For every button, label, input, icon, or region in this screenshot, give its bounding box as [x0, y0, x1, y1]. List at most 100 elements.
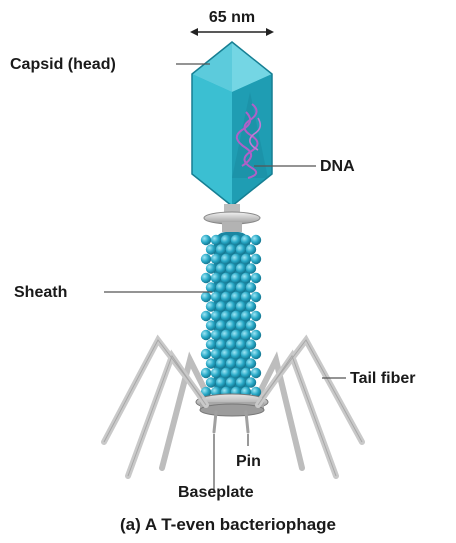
sheath-bead — [241, 235, 251, 245]
sheath-bead — [211, 273, 221, 283]
sheath-bead — [241, 368, 251, 378]
sheath-bead — [216, 282, 226, 292]
sheath-bead — [211, 368, 221, 378]
sheath-bead — [236, 320, 246, 330]
sheath-bead — [226, 339, 236, 349]
sheath-bead — [201, 368, 211, 378]
sheath-bead — [251, 292, 261, 302]
sheath-bead — [221, 254, 231, 264]
sheath-bead — [226, 301, 236, 311]
sheath-bead — [216, 339, 226, 349]
sheath-bead — [241, 330, 251, 340]
sheath-bead — [231, 254, 241, 264]
sheath-bead — [206, 263, 216, 273]
sheath-bead — [226, 282, 236, 292]
sheath-bead — [211, 330, 221, 340]
sheath-bead — [246, 377, 256, 387]
sheath-bead — [236, 301, 246, 311]
sheath-bead — [201, 330, 211, 340]
sheath-bead — [241, 254, 251, 264]
sheath-bead — [246, 282, 256, 292]
sheath-bead — [246, 263, 256, 273]
sheath-bead — [246, 301, 256, 311]
figure-caption: (a) A T-even bacteriophage — [120, 515, 336, 534]
scale-bar — [190, 28, 274, 36]
sheath-bead — [241, 273, 251, 283]
sheath-bead — [231, 349, 241, 359]
sheath-bead — [216, 244, 226, 254]
sheath-bead — [231, 311, 241, 321]
sheath-bead — [216, 263, 226, 273]
sheath-bead — [251, 254, 261, 264]
tail-fiber-label: Tail fiber — [350, 370, 416, 387]
sheath-bead — [241, 349, 251, 359]
sheath-bead — [251, 273, 261, 283]
sheath-bead — [251, 368, 261, 378]
sheath-bead — [211, 292, 221, 302]
sheath-bead — [206, 282, 216, 292]
sheath-bead — [226, 320, 236, 330]
sheath-bead — [206, 320, 216, 330]
sheath-bead — [206, 301, 216, 311]
sheath-bead — [206, 339, 216, 349]
sheath-bead — [216, 377, 226, 387]
sheath-bead — [221, 330, 231, 340]
collar — [204, 204, 260, 232]
sheath-bead — [226, 358, 236, 368]
sheath-bead — [201, 254, 211, 264]
sheath-bead — [231, 368, 241, 378]
sheath-label: Sheath — [14, 284, 67, 301]
sheath-bead — [221, 311, 231, 321]
sheath-bead — [206, 358, 216, 368]
sheath-bead — [241, 311, 251, 321]
sheath-bead — [216, 358, 226, 368]
sheath-bead — [231, 235, 241, 245]
sheath-bead — [216, 320, 226, 330]
sheath-bead — [216, 301, 226, 311]
sheath-bead — [241, 292, 251, 302]
sheath-bead — [251, 330, 261, 340]
dna-label: DNA — [320, 158, 355, 175]
sheath-bead — [246, 339, 256, 349]
sheath-bead — [246, 320, 256, 330]
sheath-bead — [226, 244, 236, 254]
sheath-bead — [231, 330, 241, 340]
sheath-bead — [211, 254, 221, 264]
sheath-bead — [201, 292, 211, 302]
pin-label: Pin — [236, 453, 261, 470]
sheath-bead — [221, 349, 231, 359]
sheath-bead — [246, 244, 256, 254]
sheath-bead — [221, 292, 231, 302]
sheath-bead — [221, 235, 231, 245]
sheath-bead — [201, 273, 211, 283]
sheath-bead — [201, 349, 211, 359]
sheath-bead — [206, 244, 216, 254]
sheath-bead — [226, 377, 236, 387]
sheath-bead — [251, 349, 261, 359]
sheath-bead — [231, 292, 241, 302]
sheath-bead — [231, 273, 241, 283]
sheath-bead — [211, 235, 221, 245]
baseplate-label: Baseplate — [178, 484, 254, 501]
scale-label: 65 nm — [209, 9, 255, 26]
sheath-bead — [206, 377, 216, 387]
sheath-bead — [221, 368, 231, 378]
sheath-bead — [236, 282, 246, 292]
sheath-bead — [211, 311, 221, 321]
sheath-bead — [221, 273, 231, 283]
sheath-bead — [236, 358, 246, 368]
sheath-bead — [236, 244, 246, 254]
sheath-bead — [211, 349, 221, 359]
sheath-bead — [236, 377, 246, 387]
capsid-label: Capsid (head) — [10, 56, 116, 73]
tail-sheath — [201, 232, 261, 397]
sheath-bead — [226, 263, 236, 273]
sheath-bead — [236, 263, 246, 273]
sheath-bead — [236, 339, 246, 349]
sheath-bead — [201, 235, 211, 245]
sheath-bead — [201, 311, 211, 321]
sheath-bead — [251, 311, 261, 321]
sheath-bead — [246, 358, 256, 368]
sheath-bead — [251, 235, 261, 245]
